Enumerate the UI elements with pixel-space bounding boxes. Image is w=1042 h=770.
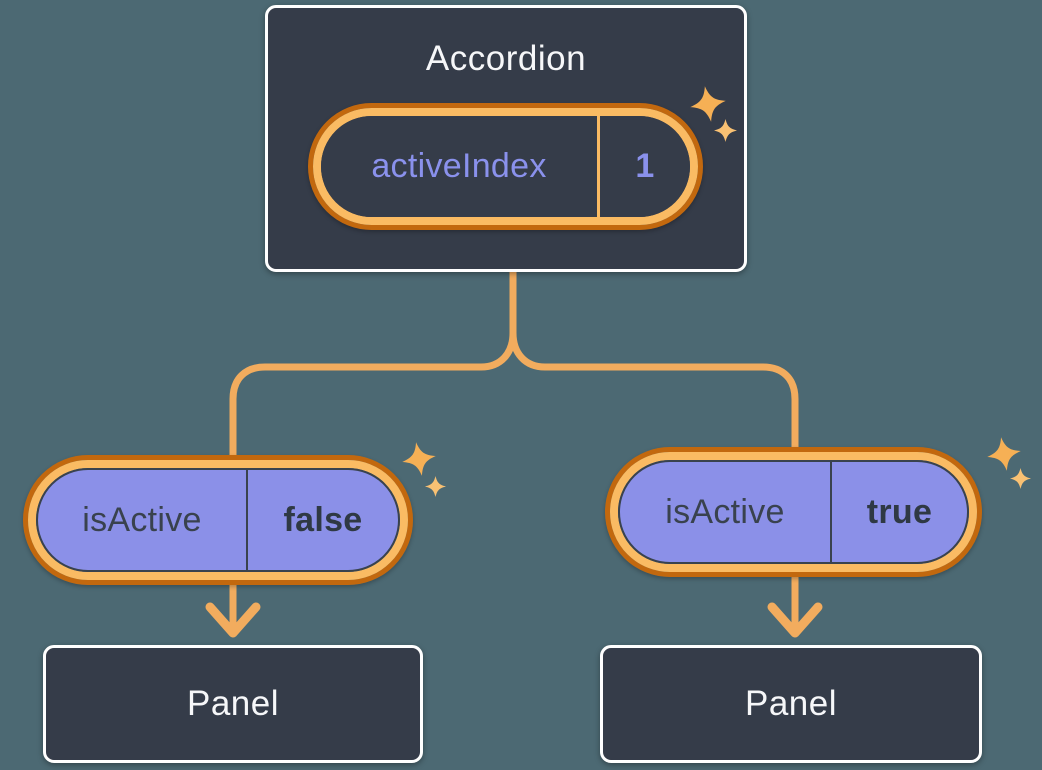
state-pill-divider: [830, 462, 832, 562]
isactive-state-pill-left: isActive false: [23, 455, 413, 585]
isactive-state-pill-right: isActive true: [605, 447, 982, 577]
sparkle-small-icon: [425, 476, 446, 497]
panel-label: Panel: [744, 684, 838, 723]
sparkle-small-icon: [714, 119, 737, 142]
panel-node-right: Panel: [600, 645, 982, 763]
sparkle-large-icon: [987, 437, 1021, 471]
state-pill-inner-ring: isActive false: [28, 460, 408, 580]
state-pill-inner-ring: activeIndex 1: [313, 108, 698, 225]
sparkle-large-icon: [402, 442, 436, 476]
state-name-label: isActive: [665, 492, 785, 531]
state-value-label: true: [866, 492, 933, 531]
edge-root-to-right-child: [509, 266, 799, 634]
panel-node-left: Panel: [43, 645, 423, 763]
accordion-title: Accordion: [425, 39, 587, 78]
arrowhead-right-icon: [767, 602, 823, 638]
panel-label: Panel: [186, 684, 280, 723]
activeindex-state-pill: activeIndex 1: [308, 103, 703, 230]
state-value-label: 1: [635, 147, 655, 185]
state-pill-divider: [246, 470, 248, 570]
arrowhead-left-icon: [205, 602, 261, 638]
state-pill-inner-ring: isActive true: [610, 452, 977, 572]
sparkle-small-icon: [1010, 468, 1031, 489]
state-name-label: activeIndex: [371, 147, 547, 185]
state-name-label: isActive: [82, 500, 202, 539]
sparkle-large-icon: [690, 86, 726, 122]
edge-root-to-left-child: [229, 266, 517, 634]
state-pill-divider: [597, 116, 600, 217]
state-value-label: false: [283, 500, 363, 539]
